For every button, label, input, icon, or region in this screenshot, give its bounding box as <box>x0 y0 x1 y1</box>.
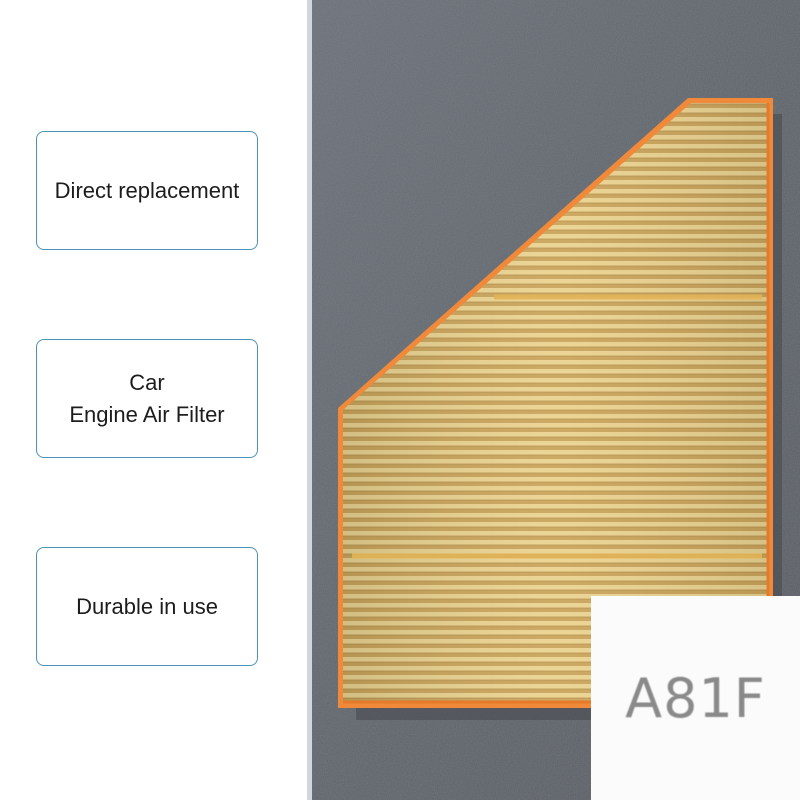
feature-line: Car <box>129 369 165 395</box>
feature-box-car-engine-air-filter: Car Engine Air Filter <box>36 339 258 458</box>
feature-panel: Direct replacement Car Engine Air Filter… <box>0 0 307 800</box>
panel-divider <box>307 0 312 800</box>
feature-line: Direct replacement <box>54 177 240 203</box>
feature-box-durable-in-use: Durable in use <box>36 547 258 666</box>
product-code-badge: A81F <box>591 596 800 800</box>
feature-line: Engine Air Filter <box>69 401 225 427</box>
feature-box-direct-replacement: Direct replacement <box>36 131 258 250</box>
air-filter-photo <box>312 0 800 800</box>
feature-line: Durable in use <box>76 593 218 619</box>
product-code: A81F <box>625 666 766 730</box>
